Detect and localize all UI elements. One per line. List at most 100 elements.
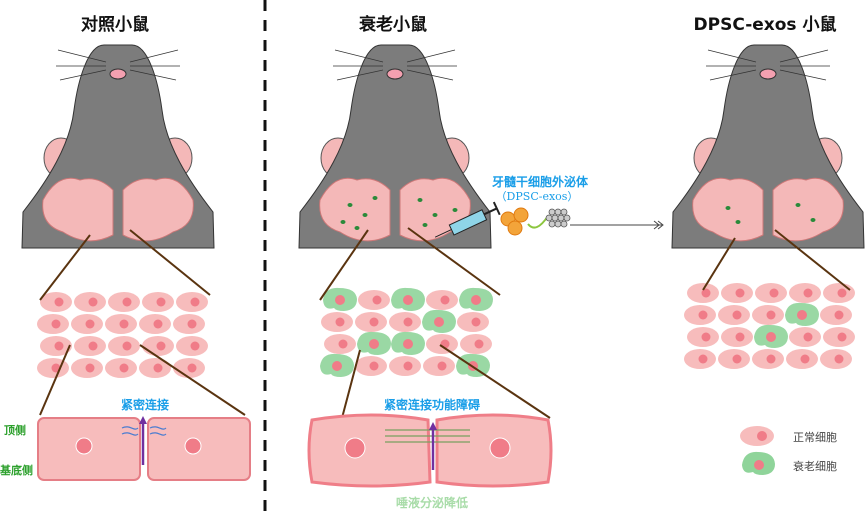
nucleus [332, 361, 342, 371]
whiskers [56, 49, 180, 81]
arrow-head-icon [139, 416, 147, 424]
nucleus [88, 297, 98, 307]
nucleus [837, 332, 847, 342]
nucleus [803, 332, 813, 342]
nucleus [156, 341, 166, 351]
nose-icon [386, 68, 404, 80]
nucleus [54, 341, 64, 351]
nucleus [190, 297, 200, 307]
mouse-treated [671, 44, 865, 249]
nucleus [797, 310, 807, 320]
nucleus [834, 310, 844, 320]
nucleus [369, 317, 379, 327]
senescent-marker [422, 223, 428, 227]
nucleus [732, 310, 742, 320]
nucleus [471, 295, 481, 305]
senescent-marker [372, 196, 378, 200]
zoom-line [129, 229, 211, 296]
injection [434, 201, 664, 238]
nucleus [51, 319, 61, 329]
senescent-marker [735, 220, 741, 224]
whiskers [706, 49, 830, 81]
disrupted-junction-strands [385, 429, 470, 443]
nucleus [837, 288, 847, 298]
nucleus [698, 354, 708, 364]
nucleus [54, 297, 64, 307]
nucleus [471, 317, 481, 327]
senescent-marker [362, 213, 368, 217]
junction-aged [307, 413, 553, 488]
nucleus [403, 317, 413, 327]
zoom-line [139, 344, 246, 416]
tight-junction-strands [121, 426, 167, 436]
nucleus [440, 295, 450, 305]
nucleus [85, 319, 95, 329]
senescent-marker [432, 213, 438, 217]
zoom-line [39, 344, 71, 416]
nucleus [344, 437, 366, 459]
cell-grid-control [37, 292, 208, 378]
zoom-line [319, 229, 369, 301]
mouse-aged [298, 44, 492, 249]
senescent-marker [354, 226, 360, 230]
legend-senescent: 衰老细胞 [793, 460, 837, 473]
nucleus [800, 354, 810, 364]
nucleus [701, 332, 711, 342]
nucleus [184, 437, 202, 455]
salivary-gland-right [772, 177, 844, 242]
nucleus [437, 361, 447, 371]
nucleus [403, 339, 413, 349]
mouse-control [21, 44, 215, 249]
nucleus [369, 361, 379, 371]
nucleus [335, 295, 345, 305]
double-chevron-icon [653, 220, 664, 230]
nucleus [434, 317, 444, 327]
nucleus [372, 295, 382, 305]
label-apical: 顶侧 [4, 424, 26, 437]
nucleus [769, 288, 779, 298]
nucleus [766, 354, 776, 364]
nucleus [735, 288, 745, 298]
zoom-line [341, 349, 361, 419]
nucleus [153, 363, 163, 373]
nucleus [338, 339, 348, 349]
arrow-head-icon [429, 422, 437, 430]
nose-icon [109, 68, 127, 80]
nucleus [153, 319, 163, 329]
nucleus [474, 339, 484, 349]
nucleus [698, 310, 708, 320]
nucleus [119, 319, 129, 329]
senescent-marker [417, 198, 423, 202]
nucleus [190, 341, 200, 351]
nucleus [88, 341, 98, 351]
nose-icon [759, 68, 777, 80]
nucleus [85, 363, 95, 373]
nucleus [119, 363, 129, 373]
whiskers [333, 49, 457, 81]
nucleus [701, 288, 711, 298]
label-tight-junction: 紧密连接 [120, 398, 170, 412]
senescent-marker [347, 203, 353, 207]
nucleus [735, 332, 745, 342]
nucleus [187, 319, 197, 329]
zoom-line [702, 237, 736, 291]
label-basal: 基底侧 [0, 464, 33, 477]
label-tj-dysfunction: 紧密连接功能障碍 [383, 398, 481, 412]
nucleus [122, 341, 132, 351]
senescent-marker [340, 220, 346, 224]
title-control: 对照小鼠 [81, 15, 149, 35]
senescent-marker [810, 218, 816, 222]
nucleus [732, 354, 742, 364]
cell-grid-treated [684, 283, 855, 369]
nucleus [803, 288, 813, 298]
salivary-gland-left [42, 177, 114, 242]
legend-normal: 正常细胞 [793, 431, 837, 444]
zoom-line [39, 234, 91, 301]
senescent-marker [795, 203, 801, 207]
nucleus [369, 339, 379, 349]
label-dpsc-name: 牙髓干细胞外泌体 [491, 175, 589, 189]
nucleus [766, 332, 776, 342]
epithelial-cell-left [307, 413, 432, 488]
